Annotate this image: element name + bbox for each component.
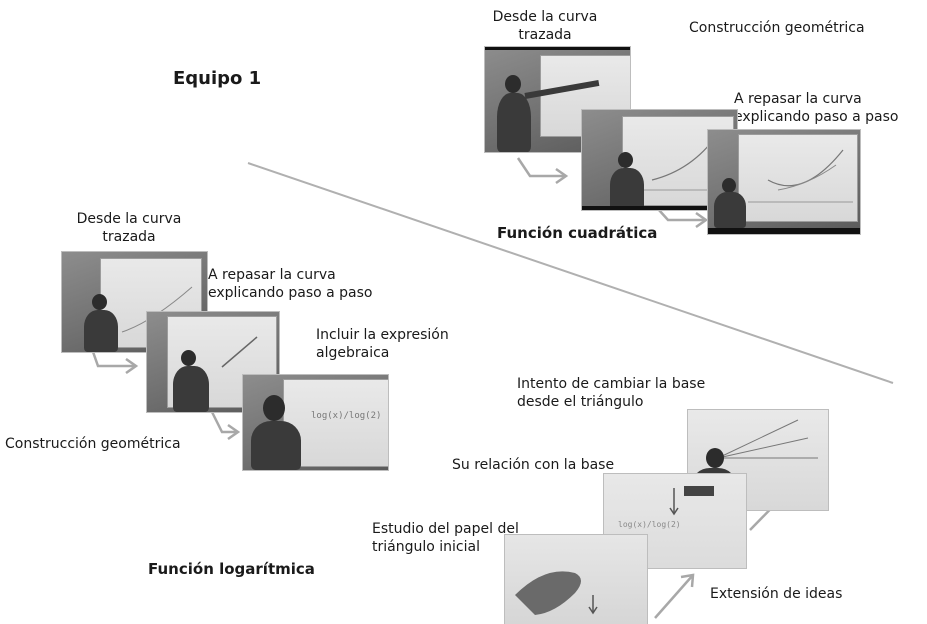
photo-log-left-2 — [147, 312, 279, 412]
log-right-relation-label: Su relación con la base — [452, 457, 615, 473]
student-head — [505, 75, 521, 93]
log-left-step3-text: Incluir la expresión algebraica — [316, 327, 449, 361]
whiteboard — [738, 134, 858, 222]
log-left-step1-label: Desde la curva trazada — [64, 210, 194, 246]
student-figure — [610, 168, 644, 210]
arrow-quadratic-2 — [658, 209, 709, 229]
photo-log-right-2: log(x)/log(2) — [604, 474, 746, 568]
student-head — [181, 350, 196, 366]
photo-log-right-3 — [505, 535, 647, 624]
log-right-study-text: Estudio del papel del triángulo inicial — [372, 521, 519, 555]
triangle-sketch — [669, 486, 714, 516]
student-head — [706, 448, 724, 468]
photo-frame-bar — [485, 47, 630, 50]
team-title: Equipo 1 — [173, 68, 262, 89]
divider-line — [247, 162, 894, 384]
student-figure — [173, 366, 209, 412]
student-figure — [84, 310, 118, 352]
photo-quadratic-3 — [708, 130, 860, 234]
curve-sketch — [748, 149, 853, 203]
log-left-step1-text: Desde la curva trazada — [76, 211, 182, 245]
arrow-log-right-1 — [654, 573, 695, 619]
log-right-step-base-label: Intento de cambiar la base desde el triá… — [517, 375, 705, 411]
log-left-step3-label: Incluir la expresión algebraica — [316, 326, 449, 362]
photo-frame-bar — [708, 228, 860, 234]
student-figure — [714, 192, 746, 228]
student-head — [263, 395, 285, 421]
quadratic-step2-text: A repasar la curva explicando paso a pas… — [734, 91, 899, 125]
board-formula: log(x)/log(2) — [618, 520, 681, 529]
log-left-step2-text: A repasar la curva explicando paso a pas… — [208, 267, 373, 301]
student-head — [92, 294, 107, 310]
quadratic-title: Función cuadrática — [497, 224, 658, 242]
quadratic-step1-label: Desde la curva trazada — [480, 8, 610, 44]
student-figure — [497, 93, 531, 152]
log-right-extension-label: Extensión de ideas — [710, 586, 843, 602]
student-head — [722, 178, 736, 193]
student-head — [618, 152, 633, 168]
hand-sketch — [515, 571, 598, 615]
photo-frame-bar — [582, 206, 737, 210]
quadratic-step1-text: Desde la curva trazada — [492, 9, 598, 43]
log-left-construction-label: Construcción geométrica — [5, 436, 181, 452]
student-figure — [251, 421, 301, 470]
arrow-quadratic-1 — [516, 157, 569, 185]
photo-log-left-3: log(x)/log(2) — [243, 375, 388, 470]
arrow-log-left-2 — [210, 411, 241, 441]
quadratic-step2-label: A repasar la curva explicando paso a pas… — [734, 90, 899, 126]
log-right-step-base-text: Intento de cambiar la base desde el triá… — [517, 376, 706, 410]
arrow-log-left-1 — [90, 348, 139, 375]
quadratic-construction-label: Construcción geométrica — [689, 20, 865, 36]
log-right-study-label: Estudio del papel del triángulo inicial — [372, 520, 519, 556]
log-left-step2-label: A repasar la curva explicando paso a pas… — [208, 266, 373, 302]
curve-sketch — [221, 336, 258, 368]
board-formula: log(x)/log(2) — [311, 411, 382, 421]
triangle-sketch — [717, 419, 818, 459]
logarithmic-title: Función logarítmica — [148, 560, 315, 578]
